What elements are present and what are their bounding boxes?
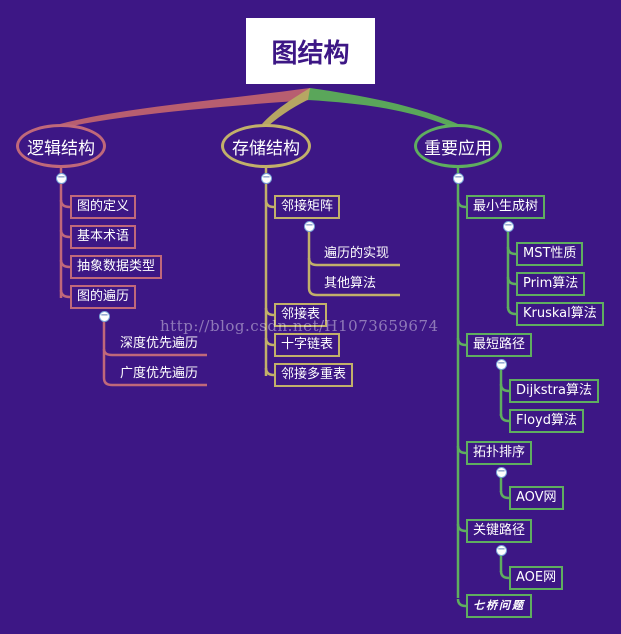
leaf-other-algorithms[interactable]: 其他算法 bbox=[324, 276, 377, 291]
node-orthogonal-list[interactable]: 十字链表 bbox=[274, 333, 341, 357]
branch-storage-structure-label: 存储结构 bbox=[232, 138, 300, 159]
root-node[interactable]: 图结构 bbox=[244, 16, 377, 86]
node-adjacency-matrix[interactable]: 邻接矩阵 bbox=[274, 195, 341, 219]
branch-storage-structure[interactable]: 存储结构 bbox=[221, 124, 311, 168]
branch-important-applications-label: 重要应用 bbox=[424, 138, 492, 159]
node-graph-definition[interactable]: 图的定义 bbox=[70, 195, 137, 219]
leaf-breadth-first-traversal[interactable]: 广度优先遍历 bbox=[120, 366, 199, 381]
node-topological-sort[interactable]: 拓扑排序 bbox=[466, 441, 533, 465]
node-critical-path[interactable]: 关键路径 bbox=[466, 519, 533, 543]
collapse-toggle-icon[interactable]: − bbox=[496, 358, 507, 370]
collapse-toggle-icon[interactable]: − bbox=[496, 466, 507, 478]
node-minimum-spanning-tree[interactable]: 最小生成树 bbox=[466, 195, 546, 219]
branch-important-applications[interactable]: 重要应用 bbox=[414, 124, 502, 168]
node-dijkstra-algorithm[interactable]: Dijkstra算法 bbox=[509, 379, 599, 403]
connector-root-logic bbox=[60, 88, 310, 128]
node-prim-algorithm[interactable]: Prim算法 bbox=[516, 272, 586, 296]
collapse-toggle-icon[interactable]: − bbox=[453, 172, 464, 184]
connector-root-apps bbox=[308, 88, 458, 128]
node-seven-bridges-problem[interactable]: 七桥问题 bbox=[466, 594, 532, 618]
node-aoe-network[interactable]: AOE网 bbox=[509, 566, 564, 590]
node-mst-property[interactable]: MST性质 bbox=[516, 242, 584, 266]
node-adjacency-list[interactable]: 邻接表 bbox=[274, 303, 328, 327]
collapse-toggle-icon[interactable]: − bbox=[304, 220, 315, 232]
leaf-traversal-implementation[interactable]: 遍历的实现 bbox=[324, 246, 390, 261]
branch-logical-structure[interactable]: 逻辑结构 bbox=[16, 124, 106, 168]
leaf-depth-first-traversal[interactable]: 深度优先遍历 bbox=[120, 336, 199, 351]
node-graph-traversal[interactable]: 图的遍历 bbox=[70, 285, 137, 309]
node-abstract-data-type[interactable]: 抽象数据类型 bbox=[70, 255, 163, 279]
collapse-toggle-icon[interactable]: − bbox=[261, 172, 272, 184]
node-aov-network[interactable]: AOV网 bbox=[509, 486, 564, 510]
watermark-text: http://blog.csdn.net/H1073659674 bbox=[160, 317, 439, 335]
connector-root-storage bbox=[262, 88, 312, 126]
node-shortest-path[interactable]: 最短路径 bbox=[466, 333, 533, 357]
node-adjacency-multilist[interactable]: 邻接多重表 bbox=[274, 363, 354, 387]
collapse-toggle-icon[interactable]: − bbox=[56, 172, 67, 184]
root-label: 图结构 bbox=[271, 38, 350, 69]
node-basic-terms[interactable]: 基本术语 bbox=[70, 225, 137, 249]
collapse-toggle-icon[interactable]: − bbox=[503, 220, 514, 232]
node-kruskal-algorithm[interactable]: Kruskal算法 bbox=[516, 302, 604, 326]
collapse-toggle-icon[interactable]: − bbox=[496, 544, 507, 556]
collapse-toggle-icon[interactable]: − bbox=[99, 310, 110, 322]
branch-logical-structure-label: 逻辑结构 bbox=[27, 138, 95, 159]
node-floyd-algorithm[interactable]: Floyd算法 bbox=[509, 409, 584, 433]
